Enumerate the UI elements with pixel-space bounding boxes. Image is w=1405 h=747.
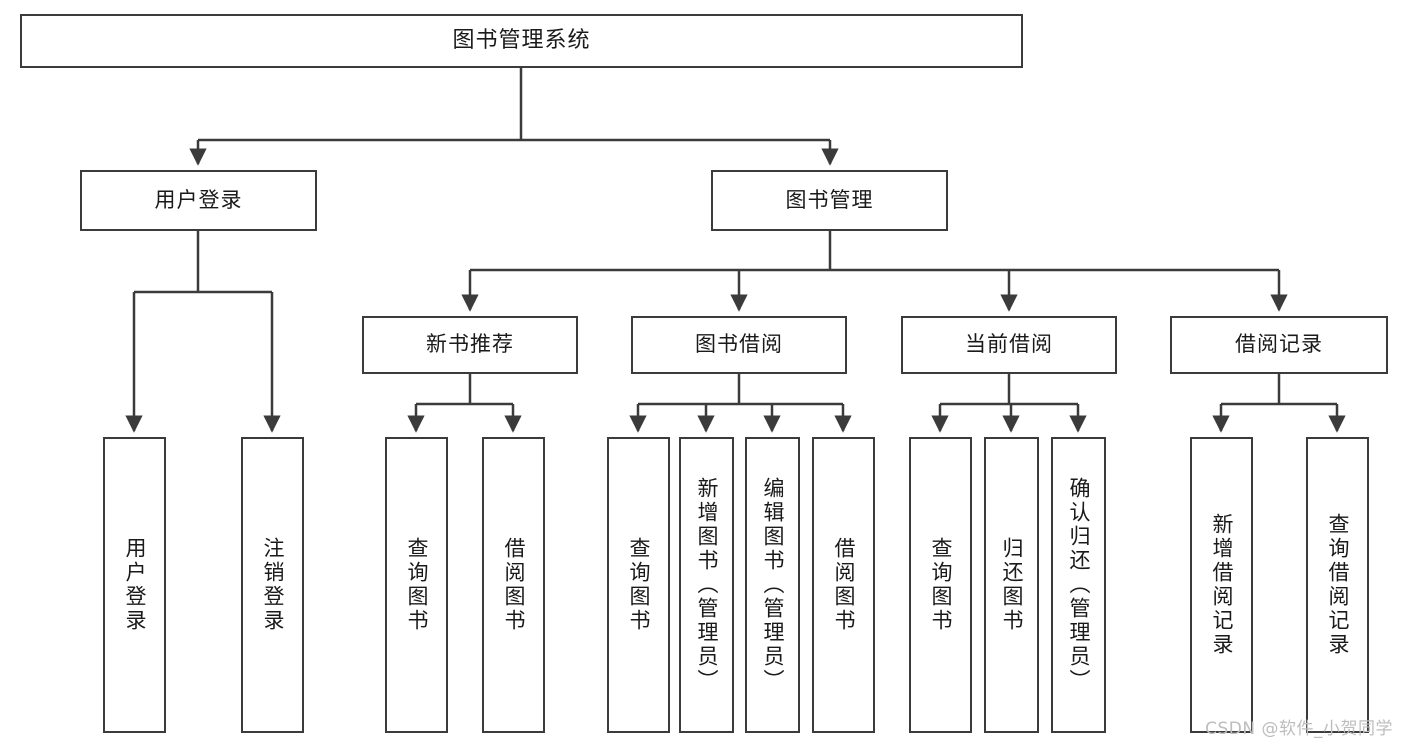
node-root-label: 图书管理系统: [452, 27, 591, 53]
node-leaf-label: 查询图书: [928, 537, 953, 633]
node-current-borrow[interactable]: 当前借阅: [901, 316, 1117, 374]
watermark: CSDN @软件_小贺同学: [1205, 719, 1393, 739]
node-leaf-add-book-admin[interactable]: 新增图书（管理员）: [679, 437, 734, 733]
node-leaf-confirm-return-admin[interactable]: 确认归还（管理员）: [1051, 437, 1106, 733]
node-leaf-query-book-borrow[interactable]: 查询图书: [607, 437, 670, 733]
node-new-book-recommend[interactable]: 新书推荐: [362, 316, 578, 374]
node-book-management-label: 图书管理: [785, 187, 874, 212]
node-leaf-label: 查询图书: [404, 537, 429, 633]
node-user-login-label: 用户登录: [154, 187, 243, 212]
node-borrow-records[interactable]: 借阅记录: [1170, 316, 1388, 374]
node-leaf-label: 用户登录: [122, 537, 147, 633]
node-leaf-lend-book[interactable]: 借阅图书: [812, 437, 875, 733]
node-leaf-logout[interactable]: 注销登录: [241, 437, 304, 733]
node-leaf-label: 归还图书: [999, 537, 1024, 633]
node-leaf-user-login[interactable]: 用户登录: [103, 437, 166, 733]
node-leaf-query-book-recommend[interactable]: 查询图书: [385, 437, 448, 733]
node-leaf-label: 注销登录: [260, 537, 285, 633]
node-leaf-label: 借阅图书: [501, 537, 526, 633]
node-borrow-records-label: 借阅记录: [1235, 332, 1323, 357]
node-leaf-borrow-book-recommend[interactable]: 借阅图书: [482, 437, 545, 733]
node-book-management[interactable]: 图书管理: [711, 170, 948, 231]
node-current-borrow-label: 当前借阅: [965, 332, 1053, 357]
node-leaf-label: 借阅图书: [831, 537, 856, 633]
node-new-book-recommend-label: 新书推荐: [426, 332, 514, 357]
node-leaf-label: 查询借阅记录: [1325, 513, 1350, 657]
node-root-system[interactable]: 图书管理系统: [20, 14, 1023, 68]
node-leaf-query-borrow-record[interactable]: 查询借阅记录: [1306, 437, 1369, 733]
node-book-borrow-label: 图书借阅: [695, 332, 783, 357]
node-leaf-label: 新增图书（管理员）: [694, 477, 719, 693]
node-leaf-label: 编辑图书（管理员）: [760, 477, 785, 693]
node-leaf-add-borrow-record[interactable]: 新增借阅记录: [1190, 437, 1253, 733]
node-leaf-return-book[interactable]: 归还图书: [984, 437, 1039, 733]
node-leaf-label: 查询图书: [626, 537, 651, 633]
node-leaf-query-book-current[interactable]: 查询图书: [909, 437, 972, 733]
node-leaf-label: 新增借阅记录: [1209, 513, 1234, 657]
node-book-borrow[interactable]: 图书借阅: [631, 316, 847, 374]
node-leaf-edit-book-admin[interactable]: 编辑图书（管理员）: [745, 437, 800, 733]
node-leaf-label: 确认归还（管理员）: [1066, 477, 1091, 693]
node-user-login[interactable]: 用户登录: [80, 170, 317, 231]
